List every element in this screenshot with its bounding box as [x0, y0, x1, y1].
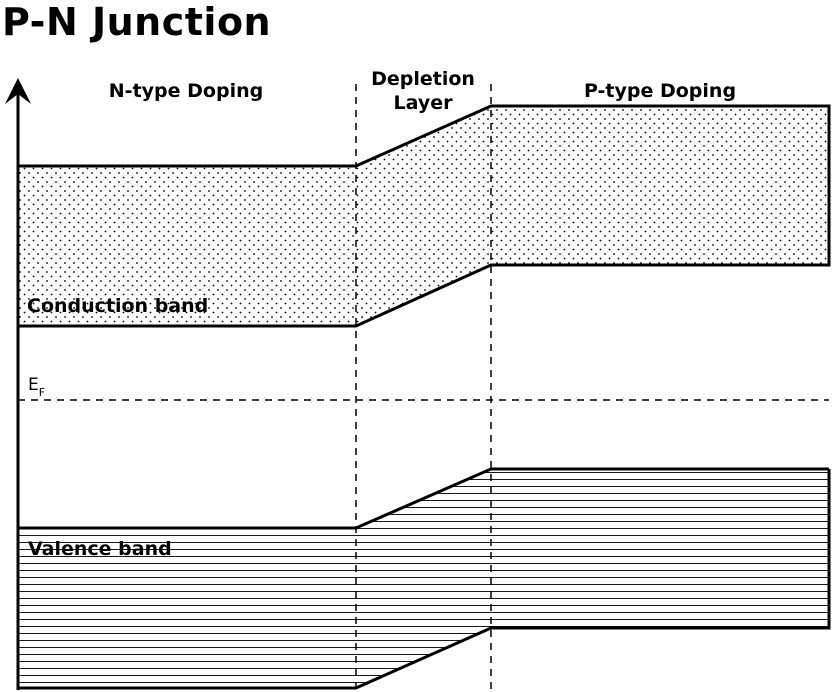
valence-band-label: Valence band: [28, 538, 172, 560]
fermi-level-label: EF: [28, 375, 45, 399]
p-type-region-label: P-type Doping: [584, 80, 736, 102]
valence-band-fill: [18, 469, 829, 688]
fermi-level-subscript: F: [39, 386, 45, 399]
conduction-band-top-edge: [18, 104, 831, 328]
fermi-level-symbol: E: [28, 375, 39, 395]
conduction-band-label: Conduction band: [27, 295, 208, 317]
depletion-layer-label-line1: Depletion: [371, 68, 475, 90]
depletion-layer-label-line2: Layer: [394, 92, 454, 114]
energy-axis-arrow-icon: [5, 78, 31, 104]
valence-band-top-edge: [18, 467, 829, 530]
page-title: P-N Junction: [2, 0, 272, 44]
n-type-region-label: N-type Doping: [109, 80, 263, 102]
valence-band-bottom-edge: [18, 469, 831, 690]
conduction-band-fill: [18, 106, 829, 326]
